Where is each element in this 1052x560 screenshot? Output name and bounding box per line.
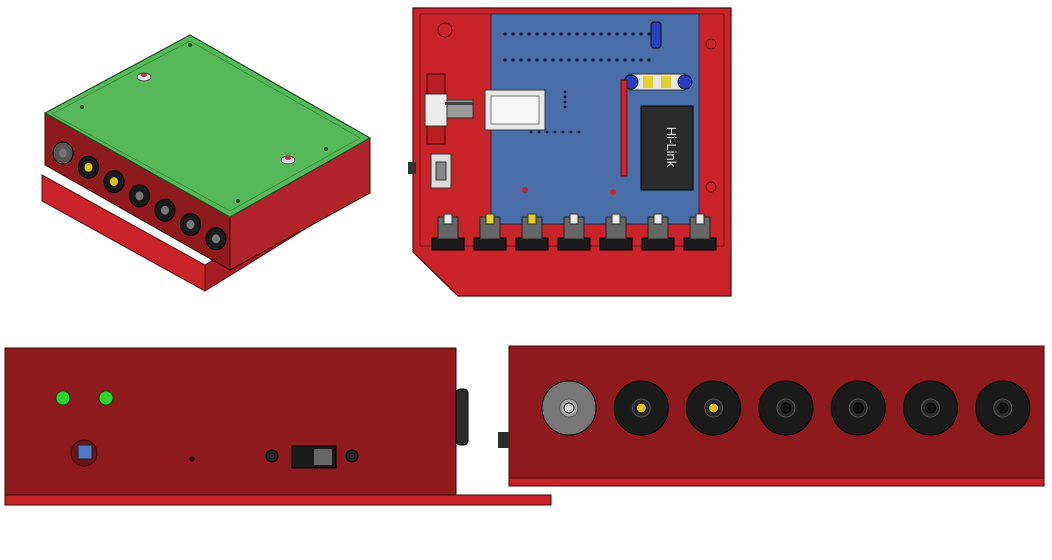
- connector: [975, 380, 1031, 436]
- side-switch: [408, 153, 452, 189]
- front-view: [496, 344, 1048, 494]
- top-open-view: Hi-Link: [403, 2, 738, 302]
- connector: [557, 213, 591, 251]
- front-enclosure: [498, 345, 1045, 487]
- status-led: [55, 390, 71, 406]
- slide-switch: [291, 445, 337, 469]
- rotary-encoder: [424, 73, 474, 145]
- ethernet-jack: [484, 89, 546, 131]
- connector: [830, 380, 886, 436]
- connector: [180, 213, 201, 236]
- connector: [473, 213, 507, 251]
- top-open-enclosure: Hi-Link: [408, 7, 732, 297]
- connector: [154, 198, 176, 222]
- thumb-screw: [280, 155, 296, 165]
- isometric-view: [30, 25, 380, 300]
- connector: [686, 380, 742, 436]
- connector: [903, 380, 958, 436]
- connector: [78, 155, 99, 179]
- fuse-holder: [623, 73, 693, 91]
- connector: [515, 213, 549, 251]
- round-port: [70, 439, 98, 467]
- isometric-enclosure: [41, 34, 372, 292]
- power-module: Hi-Link: [640, 105, 694, 191]
- status-led: [98, 390, 114, 406]
- connector: [129, 184, 150, 208]
- connector: [683, 213, 717, 251]
- connector: [641, 213, 675, 251]
- connector: [541, 380, 597, 436]
- connector: [52, 141, 74, 165]
- side-view: [2, 345, 554, 510]
- connector: [613, 380, 669, 436]
- thumb-screw: [136, 72, 152, 82]
- connector: [103, 170, 125, 194]
- connector: [758, 380, 814, 436]
- connector: [599, 213, 633, 251]
- side-enclosure: [4, 347, 552, 506]
- connector: [431, 213, 465, 251]
- module-label: Hi-Link: [664, 127, 679, 168]
- connector: [205, 227, 227, 251]
